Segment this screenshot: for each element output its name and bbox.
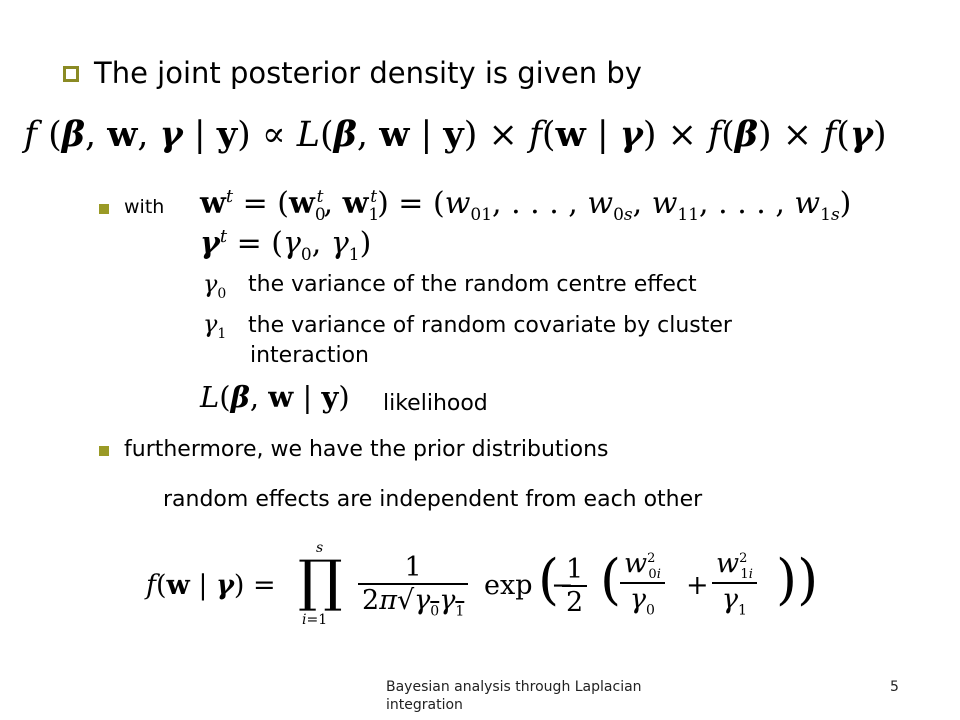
gamma1-description-line2: interaction	[250, 343, 369, 368]
independence-note: random effects are independent from each…	[163, 487, 703, 512]
with-label: with	[124, 196, 165, 218]
likelihood-label: likelihood	[383, 391, 488, 416]
slide-heading: The joint posterior density is given by	[94, 56, 642, 90]
prior-bullet-icon	[99, 446, 109, 456]
likelihood-expression: L(β, w | y)	[200, 380, 350, 414]
footer-page-number: 5	[890, 679, 899, 695]
footer-presentation-title: Bayesian analysis through Laplacian inte…	[386, 679, 642, 713]
gamma1-symbol: γ1	[203, 310, 227, 342]
with-bullet-icon	[99, 204, 109, 214]
posterior-equation: f (β, w, γ | y) ∝ L(β, w | y) × f(w | γ)…	[24, 114, 887, 155]
title-bullet-icon	[63, 66, 79, 82]
prior-bullet-text: furthermore, we have the prior distribut…	[124, 437, 609, 462]
w-definition: wt = (w0t, w1t) = (w01, . . . , w0s, w11…	[200, 186, 852, 225]
prior-density-equation: f(w | γ) = s ∏ i=1 1 2π√γ0γ1 exp ( 1 2 −…	[146, 540, 819, 628]
gamma1-description-line1: the variance of random covariate by clus…	[248, 313, 732, 338]
gamma-definition: γt = (γ0, γ1)	[200, 226, 372, 265]
gamma0-symbol: γ0	[203, 270, 227, 302]
gamma0-description: the variance of the random centre effect	[248, 272, 697, 297]
